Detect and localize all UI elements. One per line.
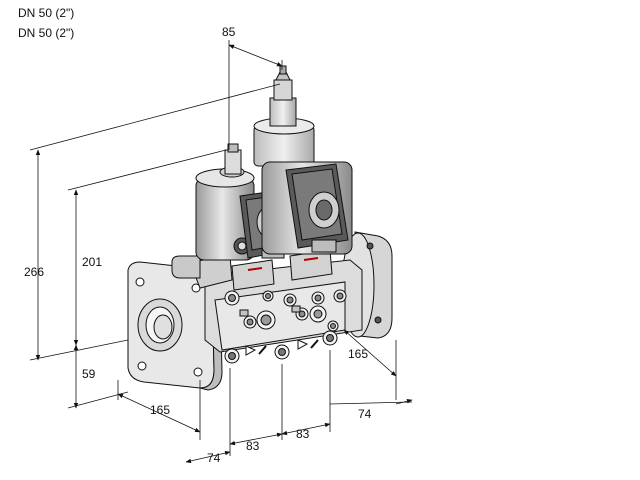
dim-85: 85 [222,25,236,39]
dim-59: 59 [82,367,96,381]
dim-266: 266 [24,265,44,279]
nominal-size-label-1: DN 50 (2") [18,6,75,20]
dim-165-left: 165 [150,403,170,417]
dimension-lines [29,40,413,464]
nominal-size-label-2: DN 50 (2") [18,26,75,40]
dim-201: 201 [82,255,102,269]
dim-83-b: 83 [296,427,310,441]
valve-body [171,249,363,364]
dim-83-a: 83 [246,439,260,453]
dim-74-right: 74 [358,407,372,421]
dimension-labels: 85 266 201 59 165 74 83 83 165 74 [24,25,372,465]
left-flange [127,261,223,391]
dim-74-left: 74 [207,451,221,465]
dim-165-right: 165 [348,347,368,361]
right-solenoid [253,65,353,255]
valve-illustration [127,65,393,391]
